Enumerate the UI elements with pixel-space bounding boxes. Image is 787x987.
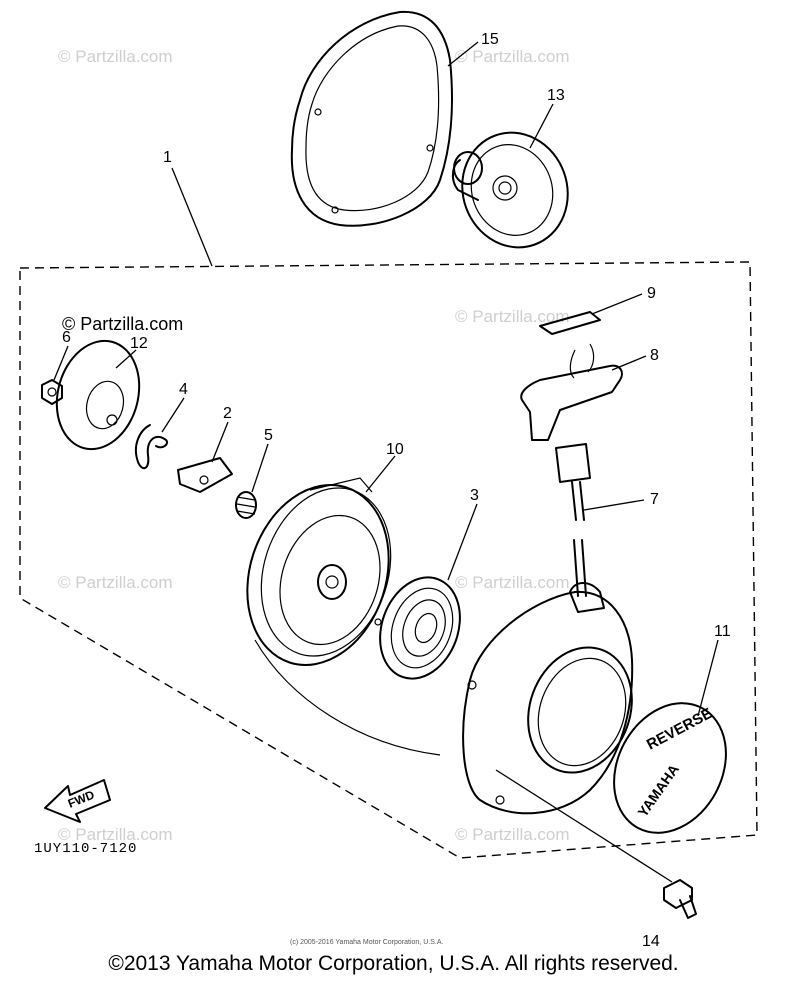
callout-13: 13 bbox=[547, 87, 565, 104]
callout-14: 14 bbox=[642, 933, 660, 950]
part-handle-cap bbox=[539, 311, 601, 335]
footer-copyright: ©2013 Yamaha Motor Corporation, U.S.A. A… bbox=[108, 952, 679, 975]
callout-5: 5 bbox=[264, 427, 273, 444]
callout-15: 15 bbox=[481, 31, 499, 48]
watermark: © Partzilla.com bbox=[58, 47, 173, 66]
part-return-spring bbox=[235, 491, 257, 519]
callout-10: 10 bbox=[386, 441, 404, 458]
callout-1: 1 bbox=[163, 149, 172, 166]
watermark: © Partzilla.com bbox=[455, 307, 570, 326]
assembly-boundary bbox=[19, 261, 758, 859]
watermark-dark: © Partzilla.com bbox=[62, 314, 183, 334]
cover-text-bottom: YAMAHA bbox=[634, 761, 682, 819]
callout-2: 2 bbox=[223, 405, 232, 422]
part-bolt bbox=[663, 879, 697, 919]
callout-9: 9 bbox=[647, 285, 656, 302]
part-starter-rope bbox=[254, 481, 587, 756]
watermark: © Partzilla.com bbox=[455, 573, 570, 592]
drawing-code: 1UY110-7120 bbox=[34, 841, 137, 857]
watermark-group: © Partzilla.com © Partzilla.com © Partzi… bbox=[58, 47, 570, 844]
callout-4: 4 bbox=[179, 381, 188, 398]
watermark: © Partzilla.com bbox=[455, 47, 570, 66]
part-emblem-cover: REVERSE YAMAHA bbox=[613, 702, 727, 834]
callout-8: 8 bbox=[650, 347, 659, 364]
watermark: © Partzilla.com bbox=[58, 573, 173, 592]
part-rope-reel bbox=[246, 477, 392, 666]
part-drive-plate bbox=[55, 339, 141, 451]
part-friction-spring bbox=[134, 424, 168, 470]
part-drive-pulley bbox=[452, 131, 569, 249]
leader-lines bbox=[53, 41, 719, 883]
callout-numbers: 1 2 3 4 5 6 7 8 9 10 11 12 13 14 15 bbox=[62, 31, 731, 950]
callout-6: 6 bbox=[62, 329, 71, 346]
callout-3: 3 bbox=[470, 487, 479, 504]
part-spiral-spring bbox=[374, 576, 461, 680]
callout-11: 11 bbox=[714, 623, 731, 640]
part-starter-handle bbox=[520, 343, 623, 483]
small-copyright: (c) 2005-2016 Yamaha Motor Corporation, … bbox=[290, 939, 443, 946]
callout-7: 7 bbox=[650, 491, 659, 508]
part-gasket bbox=[290, 10, 453, 227]
watermark: © Partzilla.com bbox=[58, 825, 173, 844]
callout-12: 12 bbox=[130, 335, 148, 352]
part-starter-case bbox=[462, 582, 634, 815]
watermark: © Partzilla.com bbox=[455, 825, 570, 844]
part-nut bbox=[41, 379, 63, 405]
part-pawl bbox=[177, 457, 233, 493]
fwd-arrow: FWD bbox=[44, 779, 111, 823]
